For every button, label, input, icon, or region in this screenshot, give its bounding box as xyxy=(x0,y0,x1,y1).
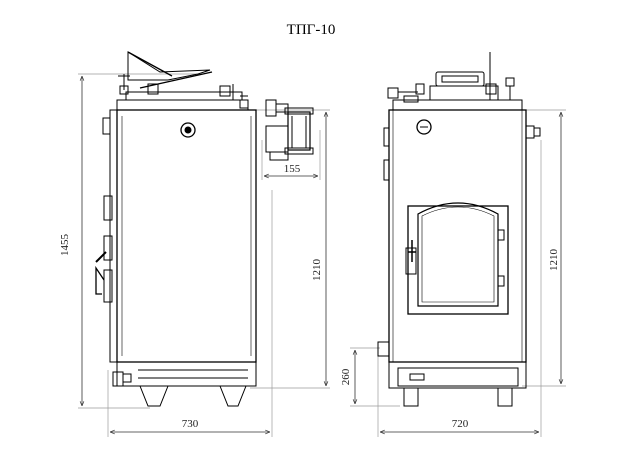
front-inlet xyxy=(377,341,390,357)
front-door-handle-icon xyxy=(408,240,416,262)
front-door xyxy=(407,205,509,315)
dim-front-body-height: 1210 xyxy=(548,249,560,272)
dim-front-width: 720 xyxy=(452,418,469,430)
side-handle-icon xyxy=(95,265,105,295)
side-flue-pipe xyxy=(287,111,311,151)
side-gauge-icon xyxy=(180,122,196,138)
front-body-panel xyxy=(388,109,527,363)
side-flue-stub xyxy=(265,99,277,117)
dim-side-depth: 730 xyxy=(182,418,199,430)
front-door-window xyxy=(417,202,499,307)
dim-side-body-height: 1210 xyxy=(311,259,323,282)
dim-side-total-height: 1455 xyxy=(59,234,71,257)
side-view xyxy=(78,51,330,437)
side-dimension-lines xyxy=(82,76,326,432)
front-view xyxy=(350,52,566,437)
front-gauge-icon xyxy=(416,119,432,135)
dim-side-flue-offset: 155 xyxy=(284,163,301,175)
front-dimension-lines xyxy=(355,112,561,432)
side-body-panel xyxy=(116,109,257,363)
front-extension-lines xyxy=(350,109,566,437)
drawing-title: ТПГ-10 xyxy=(286,22,336,38)
side-base xyxy=(116,361,257,387)
dim-front-inlet-height: 260 xyxy=(340,368,352,385)
side-extension-lines xyxy=(78,73,330,437)
front-base xyxy=(388,361,527,389)
